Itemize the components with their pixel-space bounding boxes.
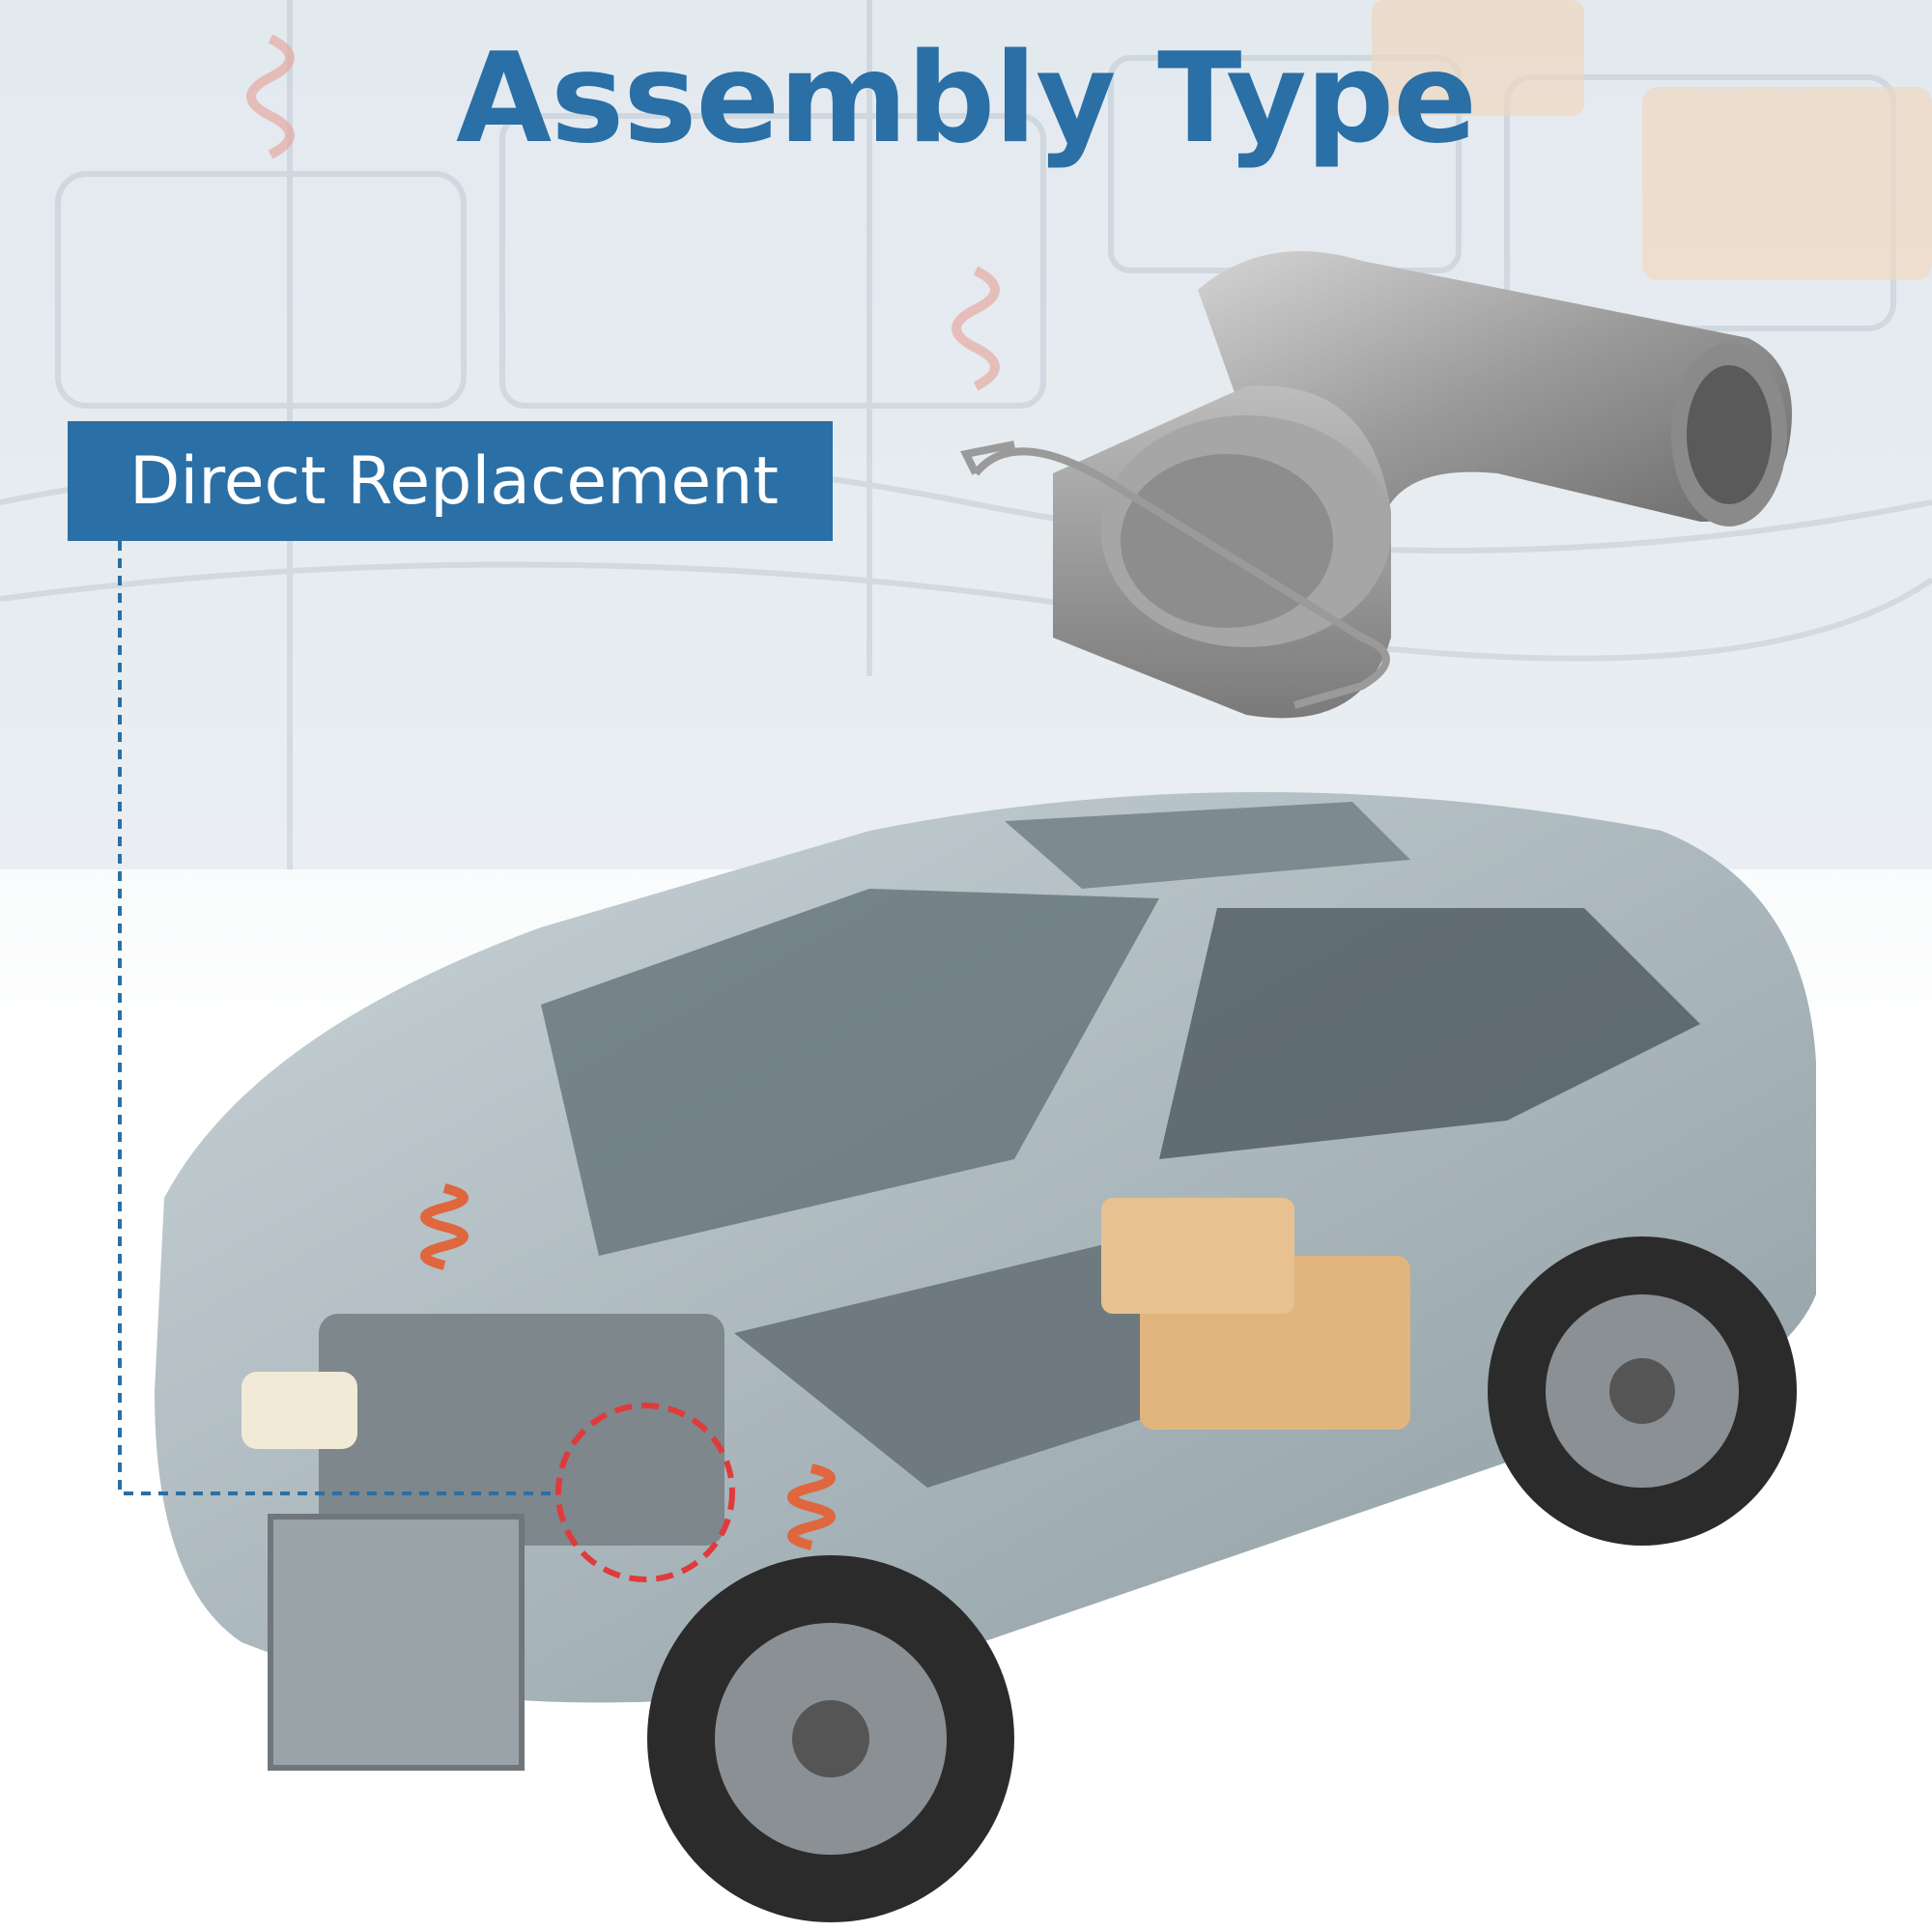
part-location-callout bbox=[555, 1403, 735, 1582]
direct-replacement-label: Direct Replacement bbox=[68, 421, 833, 541]
car-cutaway-image bbox=[155, 792, 1816, 1922]
thermostat-housing-image bbox=[960, 251, 1792, 719]
direct-replacement-text: Direct Replacement bbox=[129, 442, 780, 520]
page-title: Assembly Type bbox=[455, 27, 1477, 171]
